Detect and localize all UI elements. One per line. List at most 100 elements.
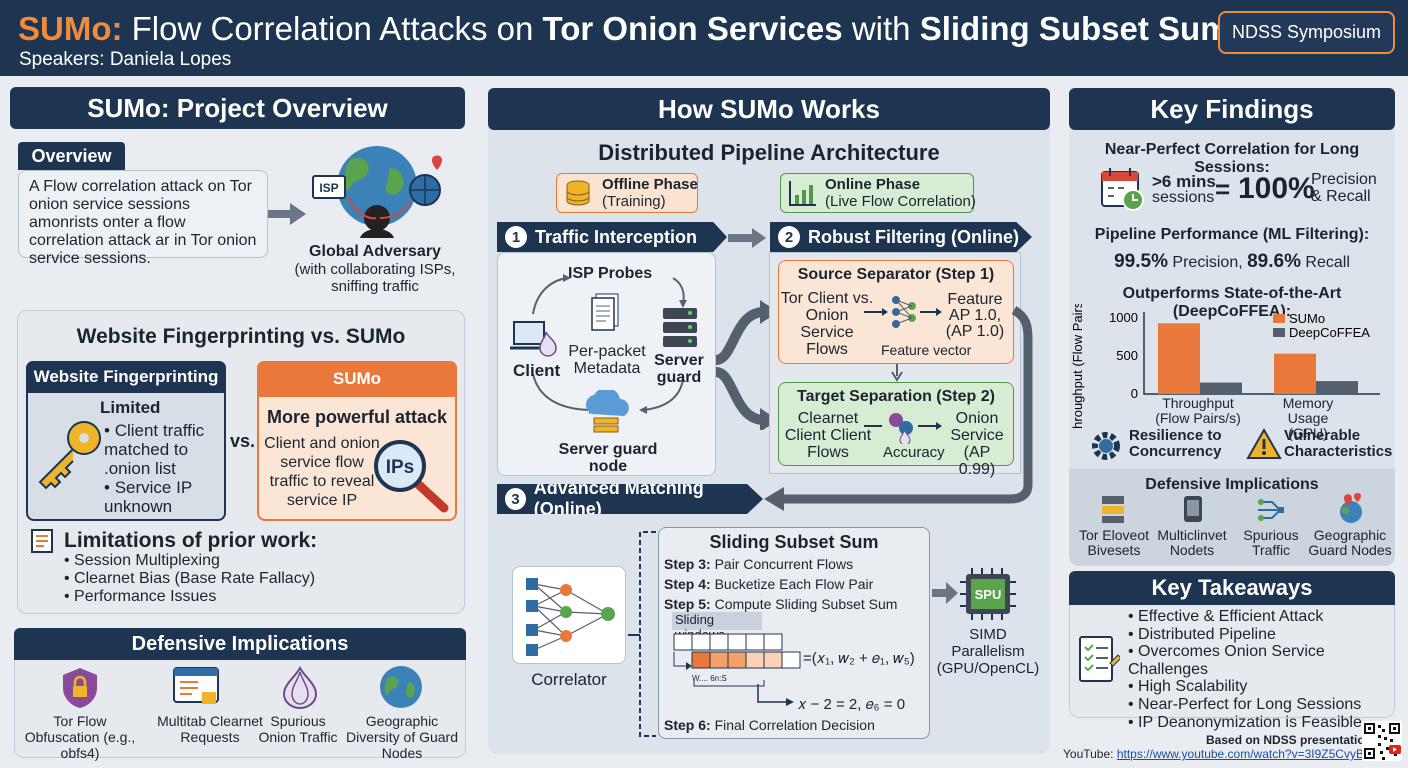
window-small-label: W.... 6n:S <box>692 674 727 683</box>
youtube-label: YouTube: <box>1063 747 1117 761</box>
document-stack-icon <box>591 293 619 331</box>
legend-swatch-sumo <box>1273 314 1285 323</box>
sss-step-6: Step 6: Final Correlation Decision <box>664 717 875 733</box>
circuit-icon <box>1258 499 1284 521</box>
server-icon <box>663 308 697 347</box>
wf-item: Client traffic matched to .onion list <box>104 421 222 478</box>
checklist-icon <box>1079 636 1120 682</box>
spu-label: SPU <box>975 587 1002 602</box>
sliding-windows-label: Sliding windows <box>672 612 762 642</box>
browser-tabs-icon <box>173 667 219 704</box>
online-sub: (Live Flow Correlation) <box>825 193 976 210</box>
onion-filter-icon <box>864 413 942 444</box>
legend-label: SUMo <box>1289 311 1325 326</box>
accuracy-label: Accuracy <box>883 444 945 461</box>
simd-label: SIMD Parallelism (GPU/OpenCL) <box>936 626 1040 677</box>
legend-swatch-deepcoffea <box>1273 328 1285 337</box>
defense-item-right: Tor Eloveot Bivesets <box>1078 527 1150 558</box>
shield-lock-icon <box>63 668 97 708</box>
globe-pin-icon <box>1340 493 1362 523</box>
y-tick: 0 <box>1131 386 1138 401</box>
bar-deepcoffea-0 <box>1200 382 1242 394</box>
bracket-lines <box>628 531 656 737</box>
metadata-label: Per-packet Metadata <box>568 343 646 377</box>
step-label: Advanced Matching (Online) <box>533 478 704 519</box>
takeaway-item: Overcomes Onion Service Challenges <box>1128 643 1408 678</box>
comparison-chart: Throughput (Flow Pairs/s) 1000 500 0 SUM… <box>1070 304 1380 428</box>
arrow-right-icon <box>757 684 794 706</box>
calendar-clock-icon <box>1101 168 1144 211</box>
sss-step: Step 3: Pair Concurrent Flows <box>664 556 854 572</box>
online-label: Online Phase <box>825 176 921 193</box>
defense-title-left: Defensive Implications <box>14 628 466 660</box>
arrow-right-icon <box>728 228 766 248</box>
sumo-text: Client and onion service flow traffic to… <box>264 435 380 509</box>
sss-step: Step 5: Compute Sliding Subset Sum <box>664 596 898 612</box>
vs-label: vs. <box>230 431 256 451</box>
formula-2: 𝑥 − 2 = 2, 𝑒₆ = 0 <box>798 696 906 713</box>
pct-label: 100% <box>1238 172 1315 205</box>
x-category: Memory Usage (GPU) <box>1282 395 1334 441</box>
y-tick: 1000 <box>1109 310 1138 325</box>
sumo-label: SUMo <box>257 361 457 397</box>
sessions-label: sessions <box>1152 189 1215 206</box>
findings-title: Key Findings <box>1069 88 1395 130</box>
neural-network-icon <box>864 296 942 328</box>
step-number: 1 <box>505 226 527 248</box>
based-on-label: Based on NDSS presentation. <box>1206 733 1376 747</box>
overview-title: SUMo: Project Overview <box>10 87 465 129</box>
return-arrow <box>764 306 1033 511</box>
server-stack-icon <box>1102 496 1124 523</box>
warning-icon <box>1246 428 1282 459</box>
youtube-line: YouTube: https://www.youtube.com/watch?v… <box>1063 747 1379 761</box>
database-icon <box>566 180 590 206</box>
youtube-link[interactable]: https://www.youtube.com/watch?v=3I9Z5Cvy… <box>1116 747 1380 761</box>
pipeline-perf-label: Pipeline Performance (ML Filtering): <box>1094 226 1370 243</box>
defense-item-left: Spurious Onion Traffic <box>258 713 338 745</box>
arrow-right-icon <box>268 203 306 225</box>
wf-list: Client traffic matched to .onion list Se… <box>104 421 222 516</box>
isp-label: ISP <box>319 181 338 195</box>
defense-item-left: Geographic Diversity of Guard Nodes <box>345 713 459 761</box>
header-bar: SUMo: Flow Correlation Attacks on Tor On… <box>0 0 1408 76</box>
target-left: Clearnet Client Client Flows <box>784 410 872 461</box>
arrow-down-icon <box>891 364 903 382</box>
wf-title: Website Fingerprinting vs. SUMo <box>76 325 406 348</box>
server-guard-node-label: Server guard node <box>558 441 658 475</box>
client-label: Client <box>513 361 561 380</box>
resilience-label: Resilience to Concurrency <box>1129 427 1222 460</box>
sumo-head: More powerful attack <box>266 407 448 427</box>
adversary-title: Global Adversary <box>309 243 441 260</box>
takeaway-item: Distributed Pipeline <box>1128 626 1408 644</box>
qr-code-icon[interactable] <box>1362 721 1402 761</box>
step-label: Robust Filtering (Online) <box>808 226 1019 247</box>
spu-chip-icon: SPU <box>960 568 1016 620</box>
takeaway-item: IP Deanonymization is Feasible <box>1128 714 1408 732</box>
sliding-window-grid <box>673 633 801 687</box>
globe-icon <box>380 666 422 708</box>
key-icon <box>38 421 101 490</box>
sss-steps: Step 3: Pair Concurrent Flows Step 4: Bu… <box>664 554 897 614</box>
interception-arrows <box>532 274 687 414</box>
phone-icon <box>1184 496 1202 522</box>
wf-label: Website Fingerprinting <box>26 361 226 393</box>
step-number: 3 <box>505 488 526 510</box>
source-left: Tor Client vs. Onion Service Flows <box>780 290 874 358</box>
overview-text: A Flow correlation attack on Tor onion s… <box>18 170 268 267</box>
target-separation-title: Target Separation (Step 2) <box>797 388 995 405</box>
sss-box <box>658 527 930 739</box>
precision-recall-label: Precision & Recall <box>1311 171 1377 205</box>
source-right: Feature AP 1.0, (AP 1.0) <box>945 291 1005 340</box>
document-icon <box>31 529 53 553</box>
defense-item-right: Multiclinvet Nodets <box>1157 527 1227 558</box>
sss-step: Step 4: Bucketize Each Flow Pair <box>664 576 874 592</box>
takeaway-item: Effective & Efficient Attack <box>1128 608 1408 626</box>
takeaways-list: Effective & Efficient Attack Distributed… <box>1128 608 1408 731</box>
magnifier-ips-icon: IPs <box>374 440 449 513</box>
defense-item-left: Tor Flow Obfuscation (e.g., obfs4) <box>24 713 136 761</box>
symposium-badge: NDSS Symposium <box>1218 11 1395 54</box>
x-category: Throughput (Flow Pairs/s) <box>1155 395 1241 426</box>
defense-item-right: Geographic Guard Nodes <box>1308 527 1392 558</box>
